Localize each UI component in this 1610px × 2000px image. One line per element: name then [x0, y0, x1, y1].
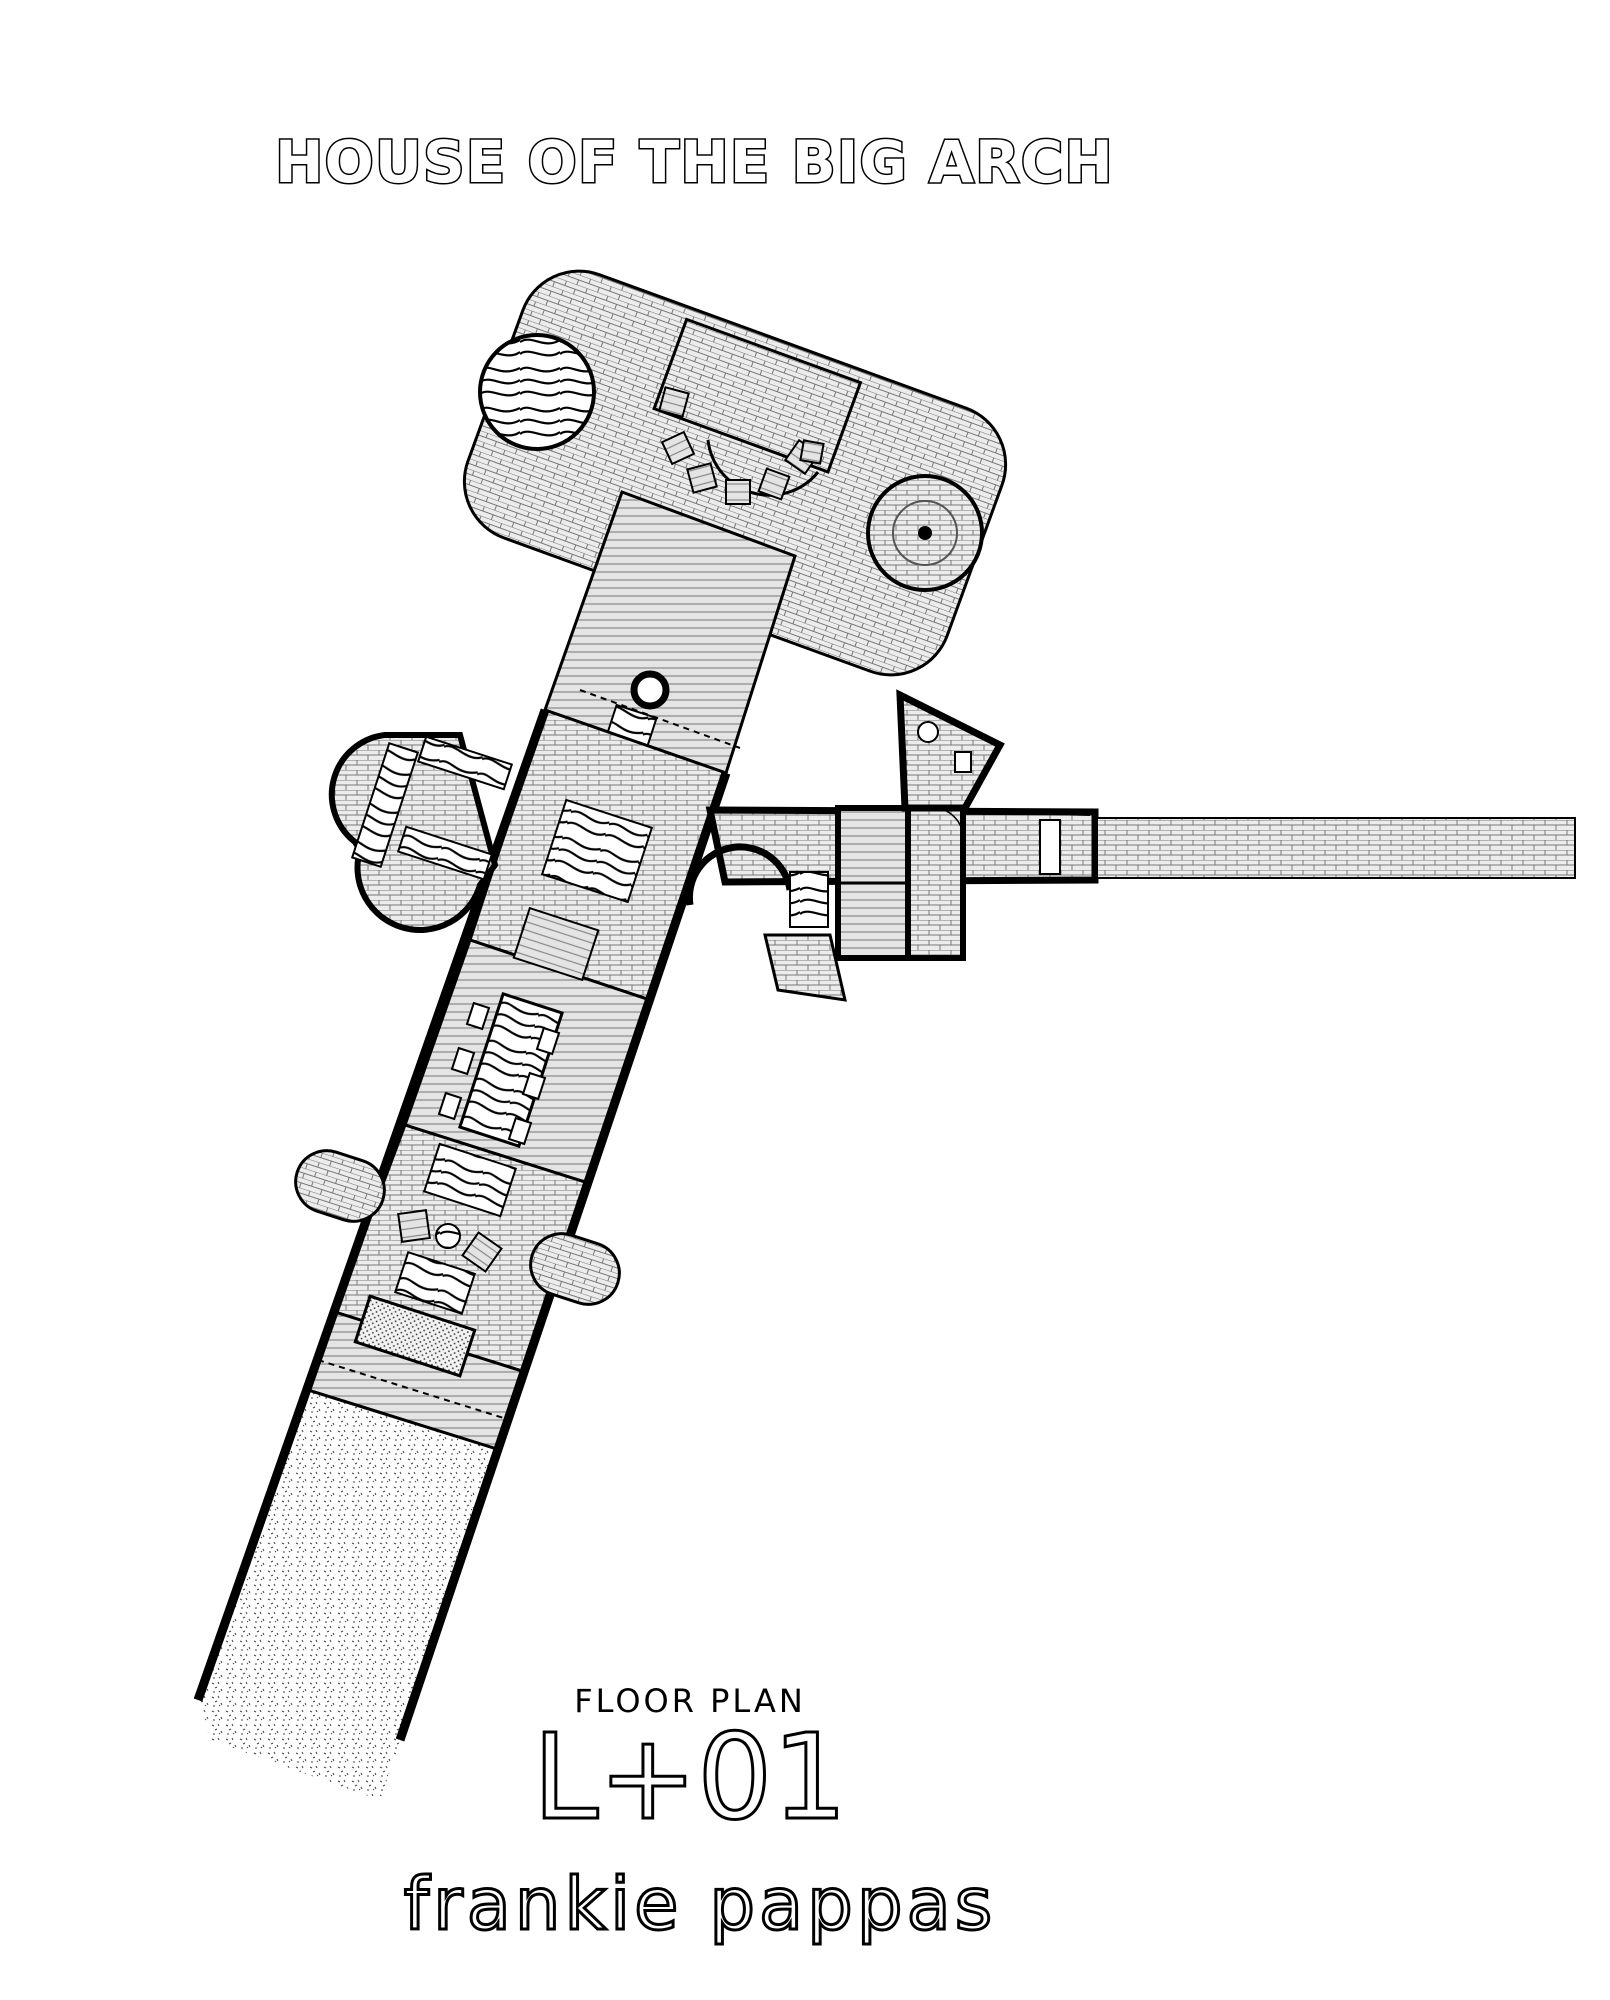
lounge-rug	[422, 1142, 518, 1218]
spiral-column	[630, 670, 670, 710]
stove-unit	[512, 906, 600, 982]
terrace-drain	[918, 526, 932, 540]
terrace-planter-left	[478, 333, 596, 451]
drawing-title: HOUSE OF THE BIG ARCH	[274, 127, 1115, 198]
balcony-east	[529, 1232, 621, 1306]
bridge-walkway	[1092, 817, 1576, 879]
east-terrace-step	[763, 933, 847, 1002]
west-apse	[328, 732, 514, 933]
bathroom	[896, 689, 1005, 812]
level-label: L+01	[531, 1708, 849, 1846]
entry-vestibule	[905, 805, 966, 961]
plan-label: FLOOR PLAN	[574, 1682, 806, 1720]
author-label: frankie pappas	[402, 1861, 997, 1948]
living-rug	[540, 798, 654, 904]
sofa	[353, 1294, 477, 1378]
coffee-table	[393, 1250, 477, 1316]
east-wing	[685, 689, 1099, 1002]
terrace-chairs	[658, 386, 825, 505]
spine-furniture	[353, 798, 654, 1378]
balcony-west	[294, 1149, 386, 1223]
